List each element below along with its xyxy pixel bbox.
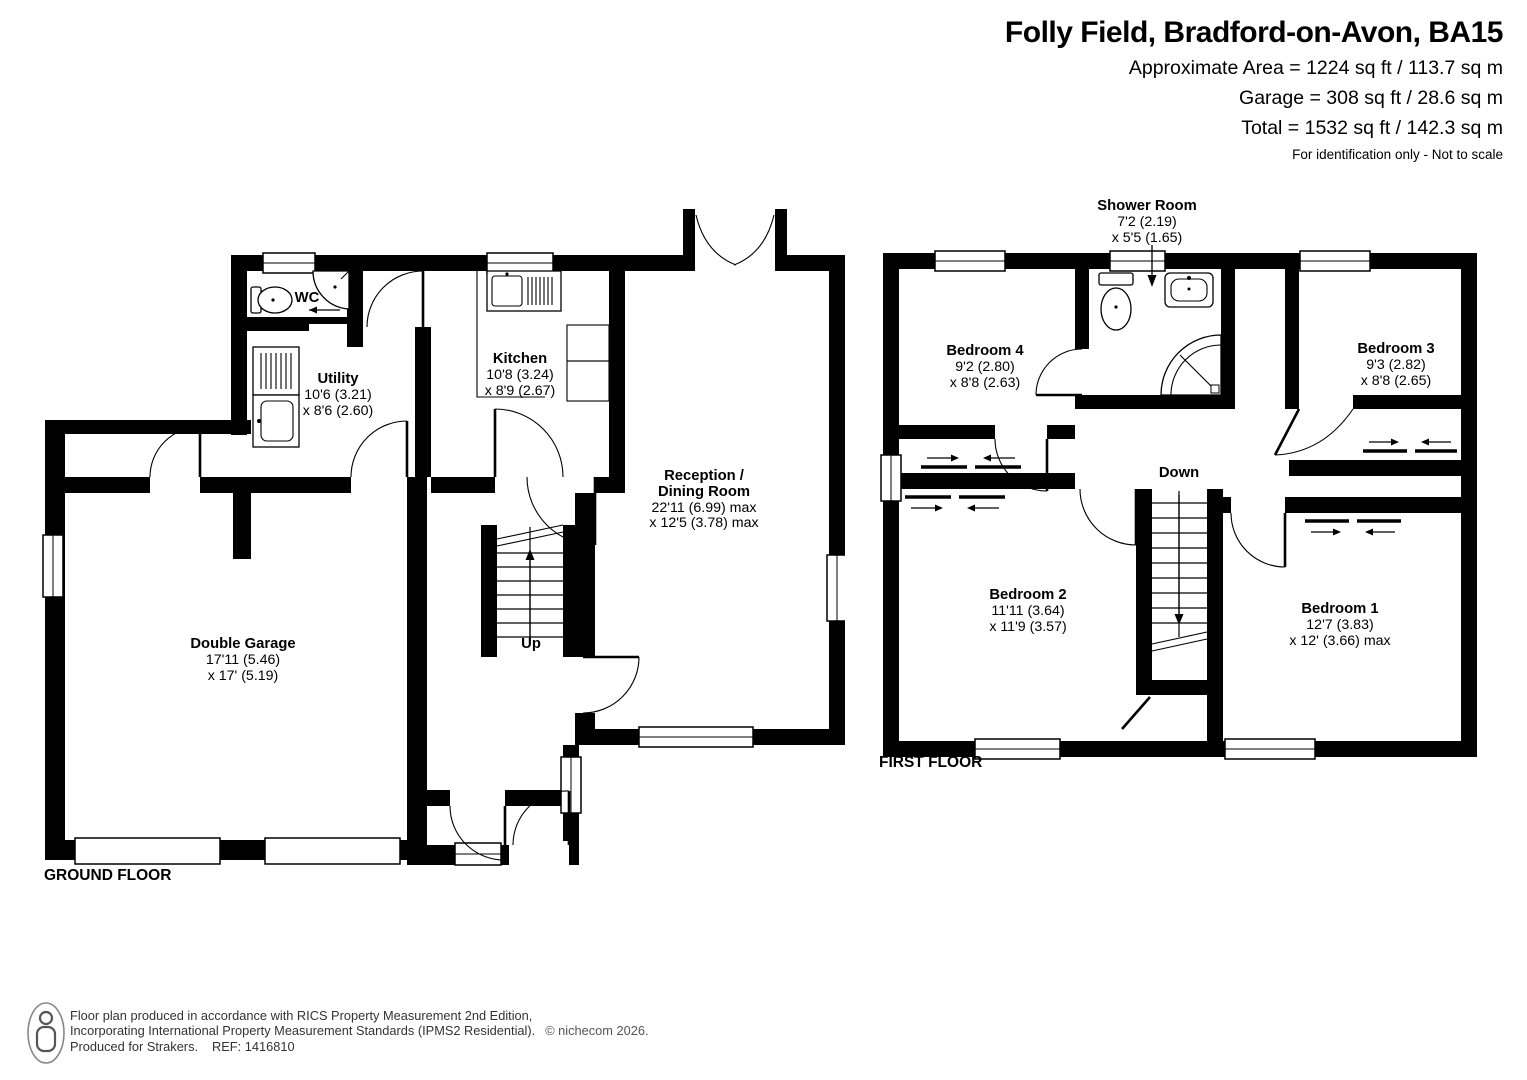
page-title: Folly Field, Bradford-on-Avon, BA15 (1004, 16, 1504, 49)
staircase-up (496, 524, 564, 641)
kitchen-fixtures (476, 270, 610, 402)
ground-floor-label: GROUND FLOOR (44, 867, 172, 884)
utility-fixtures (252, 346, 300, 448)
stairs-down-label: Down (1158, 465, 1200, 481)
wc-fixtures (250, 268, 352, 314)
front-door-arc (512, 790, 570, 846)
footer-line1: Floor plan produced in accordance with R… (70, 1008, 533, 1023)
bedroom1-door (1230, 512, 1286, 568)
landing-door (1121, 696, 1151, 730)
footer: Floor plan produced in accordance with R… (70, 1008, 649, 1054)
room-label-bedroom3: Bedroom 3 9'3 (2.82) x 8'8 (2.65) (1357, 341, 1435, 389)
doors (149, 214, 775, 867)
bedroom3-door (1274, 408, 1354, 456)
toilet-icon (1100, 287, 1132, 331)
first-floor-label: FIRST FLOOR (879, 754, 983, 771)
kitchen-counter (476, 271, 545, 398)
bedroom4-door (994, 438, 1048, 492)
room-label-wc: WC (294, 290, 320, 306)
room-label-kitchen: Kitchen 10'8 (3.24) x 8'9 (2.67) (484, 351, 556, 399)
footer-line3: Produced for Strakers. (70, 1038, 199, 1054)
approximate-area: Approximate Area = 1224 sq ft / 113.7 sq… (1128, 57, 1503, 79)
room-label-utility: Utility 10'6 (3.21) x 8'6 (2.60) (302, 371, 374, 419)
shower-room-fixtures (1098, 272, 1222, 396)
ground-floor-plan (42, 209, 845, 867)
toilet-cistern (1098, 272, 1134, 286)
room-label-shower: Shower Room 7'2 (2.19) x 5'5 (1.65) (1097, 198, 1197, 246)
shower-label-arrow (1147, 245, 1157, 287)
garage-doors (74, 837, 401, 865)
toilet-icon (257, 286, 293, 314)
room-label-bedroom2: Bedroom 2 11'11 (3.64) x 11'9 (3.57) (989, 587, 1067, 635)
garage-area: Garage = 308 sq ft / 28.6 sq m (1239, 87, 1503, 109)
front-door-gap (509, 841, 569, 867)
bedroom2-door (1079, 488, 1137, 546)
first-floor-plan (880, 245, 1477, 760)
up-arrow (525, 549, 535, 560)
room-label-garage: Double Garage 17'11 (5.46) x 17' (5.19) (190, 636, 296, 684)
french-door-left (695, 214, 737, 266)
walls (883, 253, 1477, 757)
footer-line2: Incorporating International Property Mea… (70, 1023, 536, 1039)
header: Folly Field, Bradford-on-Avon, BA15 Appr… (1004, 16, 1504, 162)
french-door-right (733, 214, 775, 266)
walls (45, 209, 845, 865)
person-scale-icon (27, 1002, 65, 1064)
footer-copyright: © nichecom 2026. (545, 1023, 649, 1039)
shower-room-door (1035, 348, 1083, 396)
wc-sliding-door (303, 306, 347, 324)
scale-disclaimer: For identification only - Not to scale (1292, 147, 1503, 162)
wardrobes (905, 438, 1457, 536)
room-label-bedroom4: Bedroom 4 9'2 (2.80) x 8'8 (2.63) (946, 343, 1024, 391)
stairs-up-label: Up (521, 636, 541, 652)
corner-basin-icon (312, 270, 350, 310)
doors (994, 348, 1354, 730)
footer-ref: REF: 1416810 (212, 1038, 295, 1054)
room-label-reception: Reception / Dining Room 22'11 (6.99) max… (649, 468, 759, 532)
staircase-down (1151, 491, 1208, 652)
down-arrow (1174, 614, 1184, 625)
corner-shower-icon (1160, 334, 1222, 396)
room-label-bedroom1: Bedroom 1 12'7 (3.83) x 12' (3.66) max (1289, 601, 1391, 649)
total-area: Total = 1532 sq ft / 142.3 sq m (1241, 117, 1503, 139)
windows (880, 250, 1371, 760)
windows (42, 252, 845, 866)
kitchen-sink-icon (486, 270, 562, 312)
